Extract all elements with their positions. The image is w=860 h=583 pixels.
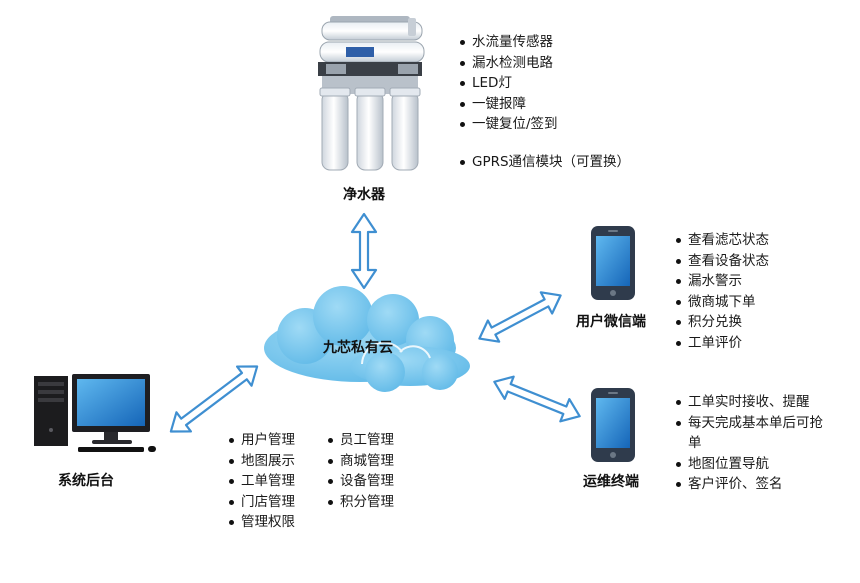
list-item: 工单评价 <box>676 333 769 354</box>
list-item: 漏水警示 <box>676 271 769 292</box>
list-item: 门店管理 <box>229 492 295 513</box>
wechat-feature-list: 查看滤芯状态 查看设备状态 漏水警示 微商城下单 积分兑换 工单评价 <box>676 230 769 353</box>
smartphone-icon <box>591 226 635 300</box>
admin-feature-list-1: 用户管理 地图展示 工单管理 门店管理 管理权限 <box>229 430 295 533</box>
purifier-label: 净水器 <box>343 187 385 203</box>
arrow-cloud-admin <box>169 365 259 433</box>
list-item: LED灯 <box>460 73 630 94</box>
wechat-label: 用户微信端 <box>576 314 646 330</box>
arrow-cloud-wechat <box>478 291 562 343</box>
admin-feature-list-2: 员工管理 商城管理 设备管理 积分管理 <box>328 430 394 512</box>
list-item: 每天完成基本单后可抢单 <box>676 413 836 454</box>
list-item: 水流量传感器 <box>460 32 630 53</box>
list-item: 工单管理 <box>229 471 295 492</box>
list-item: 客户评价、签名 <box>676 474 836 495</box>
list-item: 积分兑换 <box>676 312 769 333</box>
purifier-feature-list: 水流量传感器 漏水检测电路 LED灯 一键报障 一键复位/签到 GPRS通信模块… <box>460 32 630 172</box>
list-item: 一键报障 <box>460 94 630 115</box>
list-item: GPRS通信模块（可置换） <box>460 152 630 173</box>
list-item: 用户管理 <box>229 430 295 451</box>
arrow-cloud-ops <box>493 375 581 423</box>
admin-label: 系统后台 <box>58 473 114 489</box>
list-item: 地图展示 <box>229 451 295 472</box>
cloud-label: 九芯私有云 <box>323 340 393 356</box>
ops-feature-list: 工单实时接收、提醒 每天完成基本单后可抢单 地图位置导航 客户评价、签名 <box>676 392 836 495</box>
list-item: 查看设备状态 <box>676 251 769 272</box>
list-item: 管理权限 <box>229 512 295 533</box>
list-item: 地图位置导航 <box>676 454 836 475</box>
list-item: 员工管理 <box>328 430 394 451</box>
water-purifier-icon <box>318 16 425 171</box>
list-item: 工单实时接收、提醒 <box>676 392 836 413</box>
smartphone-icon <box>591 388 635 462</box>
list-item: 漏水检测电路 <box>460 53 630 74</box>
list-item: 一键复位/签到 <box>460 114 630 135</box>
desktop-computer-icon <box>34 374 156 452</box>
arrow-purifier-cloud <box>350 212 378 290</box>
list-item: 微商城下单 <box>676 292 769 313</box>
ops-label: 运维终端 <box>583 474 639 490</box>
list-item: 查看滤芯状态 <box>676 230 769 251</box>
list-item: 积分管理 <box>328 492 394 513</box>
list-item: 商城管理 <box>328 451 394 472</box>
list-item: 设备管理 <box>328 471 394 492</box>
cloud-icon <box>264 286 470 392</box>
